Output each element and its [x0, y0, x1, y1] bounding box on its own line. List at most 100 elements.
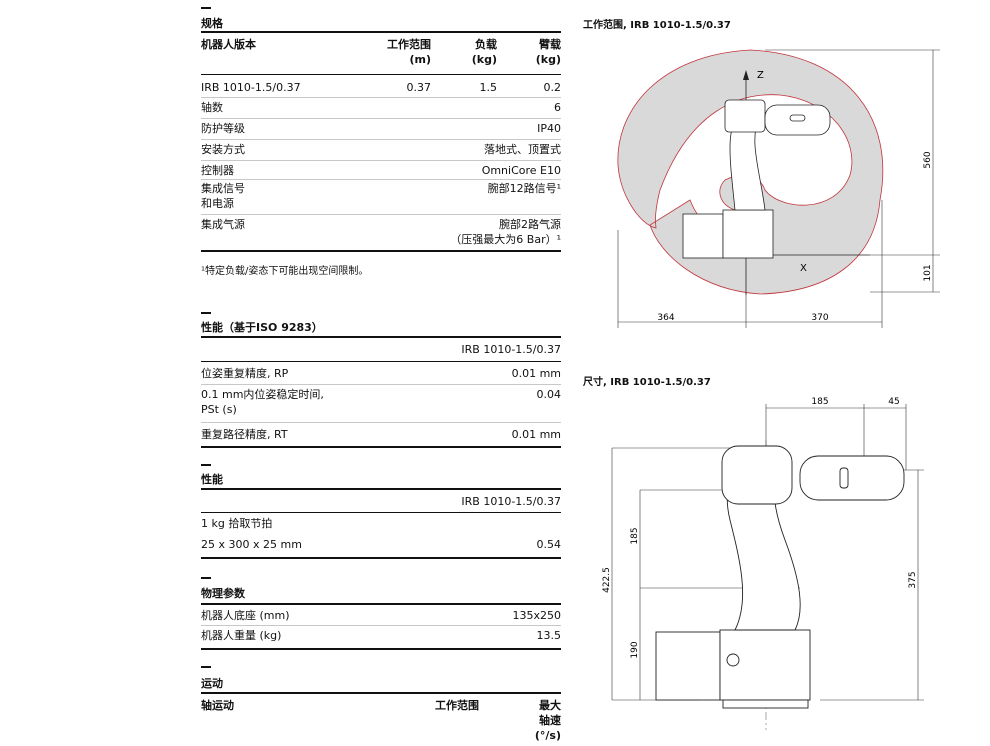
perf-value: 0.01 mm [511, 428, 561, 441]
phys-value: 13.5 [536, 629, 562, 642]
width-364: 364 [657, 313, 674, 323]
z-arrow [743, 70, 749, 80]
v-dim-190: 190 [630, 641, 640, 658]
rule [201, 250, 561, 252]
robot-forearm [799, 455, 905, 501]
workrange-diagram: Z X 560 101 364 370 [617, 49, 940, 328]
dimensions-figure-title: 尺寸, IRB 1010-1.5/0.37 [583, 377, 711, 388]
perf-label: 0.1 mm内位姿稳定时间, PSt (s) [201, 387, 324, 417]
section-dash [201, 464, 211, 466]
rule [201, 31, 561, 33]
perf-label: 1 kg 拾取节拍 [201, 517, 273, 530]
rule [201, 422, 561, 423]
rule [201, 384, 561, 385]
spec-value: 落地式、顶置式 [484, 143, 561, 156]
perf-label-line: PSt (s) [201, 403, 237, 416]
rule [201, 648, 561, 650]
motion-title: 运动 [201, 677, 223, 690]
specs-header-row: 机器人版本 工作范围 (m) 负载 (kg) 臂载 (kg) [201, 37, 561, 69]
height-101: 101 [923, 264, 933, 281]
header-range-unit: (m) [409, 53, 431, 66]
rule [201, 557, 561, 559]
perf-label: 位姿重复精度, RP [201, 367, 289, 380]
spec-label-line: 和电源 [201, 197, 234, 210]
perf-value: 0.54 [536, 538, 562, 551]
robot-foot [722, 699, 809, 709]
robot-box [655, 631, 721, 701]
dimensions-diagram: 185 45 185 190 422.5 375 [602, 397, 924, 730]
rule [201, 179, 561, 180]
spec-value: IP40 [537, 122, 561, 135]
perf-label: 重复路径精度, RT [201, 428, 288, 441]
perf-value: 0.04 [536, 388, 562, 401]
perf-label-line: 0.1 mm内位姿稳定时间, [201, 388, 324, 401]
performance-iso-title: 性能（基于ISO 9283） [201, 321, 323, 334]
physical-title: 物理参数 [201, 587, 245, 600]
spec-value: 6 [554, 101, 561, 114]
z-label: Z [757, 70, 764, 81]
header-arm-unit: (kg) [535, 53, 561, 66]
header-range: 工作范围 (m) [381, 37, 431, 67]
section-dash [201, 577, 211, 579]
robot-slot [839, 467, 849, 489]
column-header: IRB 1010-1.5/0.37 [461, 495, 561, 508]
phys-label: 机器人底座 (mm) [201, 609, 290, 622]
motion-header-row: 轴运动 工作范围 最大轴速(°/s) [201, 698, 561, 744]
speed-line: (°/s) [534, 729, 561, 742]
specs-title: 规格 [201, 17, 223, 30]
perf-label: 25 x 300 x 25 mm [201, 538, 302, 551]
header-payload-unit: (kg) [471, 53, 497, 66]
v-dim-422-5: 422.5 [602, 567, 612, 593]
header-version: 机器人版本 [201, 38, 256, 51]
rule [201, 336, 561, 338]
phys-label: 机器人重量 (kg) [201, 629, 282, 642]
rule [201, 139, 561, 140]
rule [201, 446, 561, 448]
phys-value: 135x250 [512, 609, 561, 622]
v-dim-185: 185 [630, 527, 640, 544]
column-header: IRB 1010-1.5/0.37 [461, 343, 561, 356]
rule [201, 97, 561, 98]
header-payload-label: 负载 [475, 38, 497, 51]
spec-value: 腕部12路信号¹ [487, 182, 561, 195]
payload-value: 1.5 [479, 81, 498, 94]
spec-value-line: （压强最大为6 Bar）¹ [450, 233, 561, 246]
range-value: 0.37 [406, 81, 432, 94]
dimension-lines [617, 49, 940, 328]
v-dim-375: 375 [908, 571, 918, 588]
rule [201, 214, 561, 215]
rule [201, 512, 561, 513]
motion-header-speed: 最大轴速 (°/s) [535, 698, 561, 743]
spec-value-line: 腕部2路气源 [499, 218, 561, 231]
spec-row: 集成信号和电源 腕部12路信号¹ [201, 181, 561, 213]
robot-slot [789, 114, 806, 122]
rule [201, 74, 561, 75]
header-arm-label: 臂载 [539, 38, 561, 51]
rule [201, 603, 561, 605]
rule [201, 160, 561, 161]
workrange-figure-title: 工作范围, IRB 1010-1.5/0.37 [583, 20, 731, 31]
spec-label: 安装方式 [201, 143, 245, 156]
section-dash [201, 7, 211, 9]
motion-header-axis: 轴运动 [201, 699, 234, 712]
speed-line: 最大 [539, 699, 561, 712]
robot-front-view [655, 445, 905, 709]
spec-label: 集成气源 [201, 218, 245, 231]
header-payload: 负载 (kg) [457, 37, 497, 67]
width-370: 370 [811, 313, 828, 323]
robot-side-view [682, 99, 831, 259]
version-value: IRB 1010-1.5/0.37 [201, 81, 301, 94]
spec-value: OmniCore E10 [481, 164, 561, 177]
performance-title: 性能 [201, 473, 223, 486]
footnote: ¹特定负载/姿态下可能出现空间限制。 [201, 266, 369, 277]
rule [201, 625, 561, 626]
x-label: X [800, 263, 807, 274]
top-dim-45: 45 [888, 397, 899, 407]
perf-row: 0.1 mm内位姿稳定时间, PSt (s) 0.04 [201, 387, 561, 419]
robot-gauge [726, 653, 740, 667]
rule [201, 361, 561, 362]
speed-line: 轴速 [539, 714, 561, 727]
rule [201, 488, 561, 490]
robot-box [682, 213, 724, 259]
section-dash [201, 666, 211, 668]
